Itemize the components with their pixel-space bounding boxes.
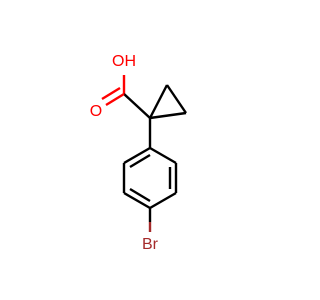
ring-double-bond-bottom-left — [129, 187, 151, 203]
ring-double-bond-top-left — [129, 153, 151, 169]
ring-bond-bottom-left — [123, 191, 151, 210]
bromine-label: Br — [142, 236, 159, 253]
ring-bond-bottom-right — [149, 191, 177, 210]
bond-cq-ch2-top — [148, 84, 169, 119]
ring-bond-top-right — [149, 146, 177, 165]
ring-bond-top-left — [123, 146, 151, 165]
bond-ch2-ch2 — [166, 84, 187, 114]
hydroxyl-label: OH — [112, 53, 136, 70]
bond-ch2-cq — [149, 111, 187, 120]
bond-c-o-double-1 — [105, 92, 125, 107]
benzene-ring — [122, 146, 178, 210]
carbonyl-oxygen-label: O — [90, 103, 102, 120]
carboxylic-acid-group: OH O — [90, 53, 151, 120]
molecule-structure: OH O Br — [90, 53, 187, 253]
bond-c-o-double-2 — [101, 86, 121, 101]
bromine-group: Br — [142, 208, 159, 253]
cyclopropane-ring — [148, 84, 187, 120]
bond-cq-ccooh — [123, 93, 151, 119]
